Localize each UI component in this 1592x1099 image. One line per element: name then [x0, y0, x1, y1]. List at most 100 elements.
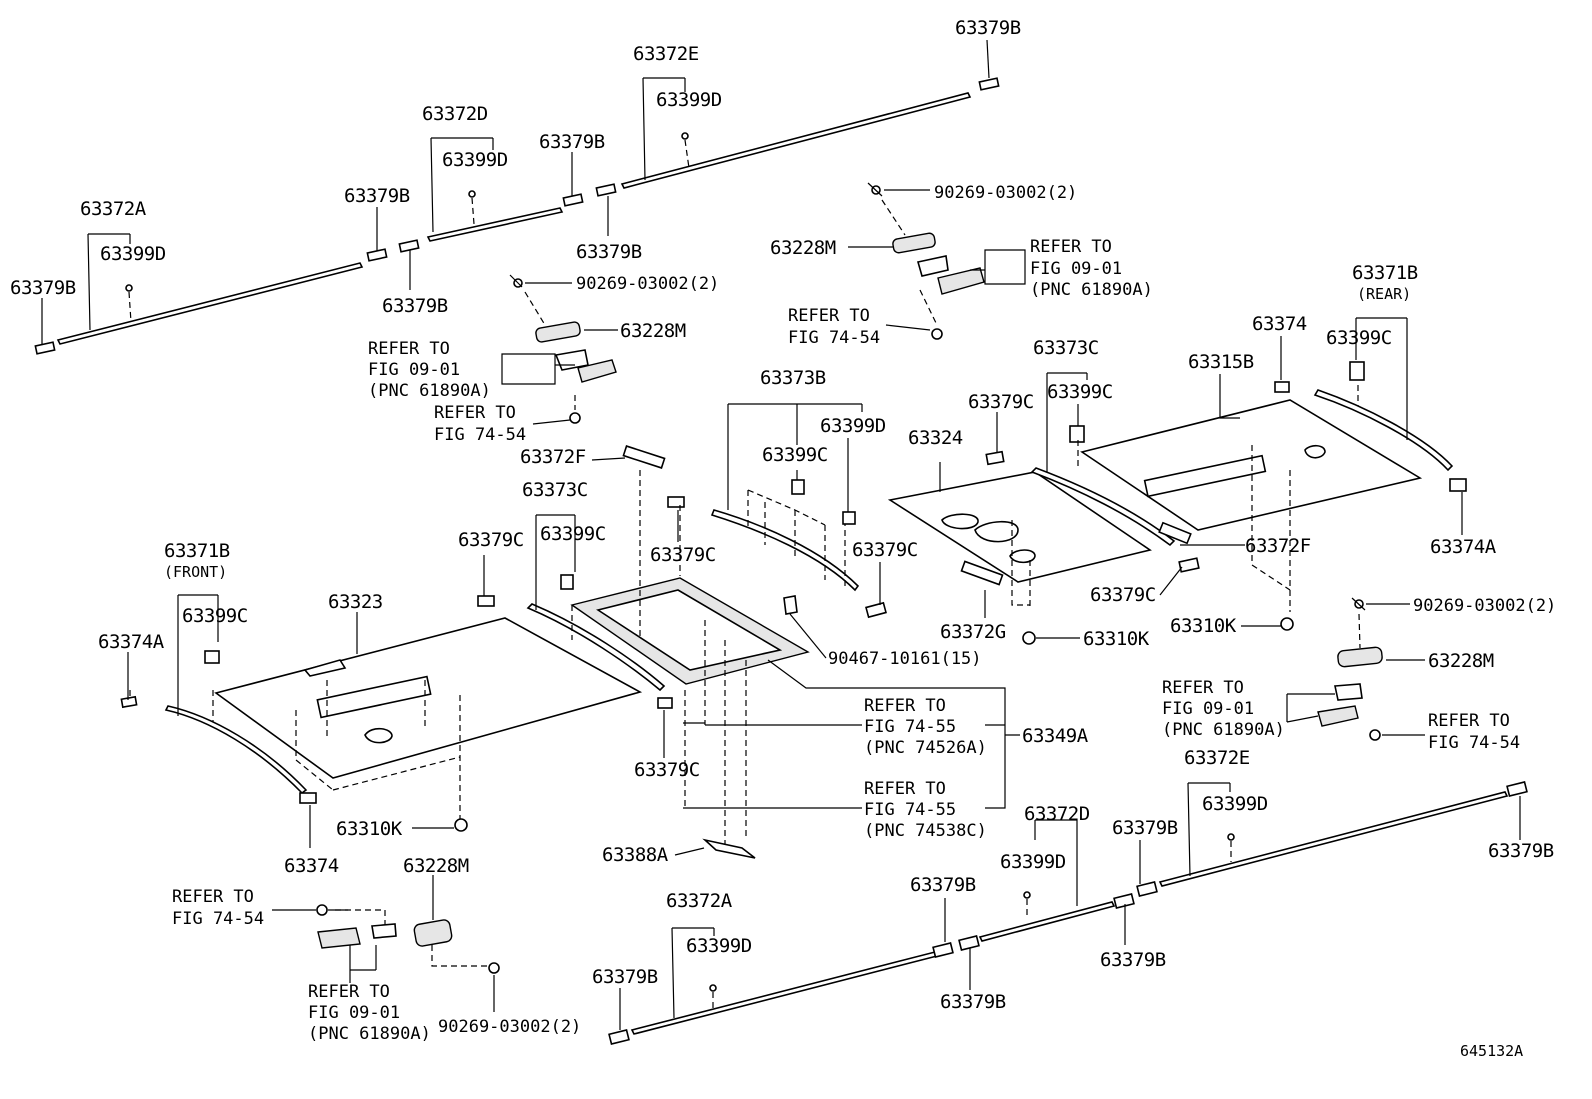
label-63379C-b: 63379C [458, 529, 524, 551]
visor-bracket-c[interactable] [1317, 705, 1359, 727]
clip-63372F-b[interactable] [1158, 521, 1192, 545]
label-63379B-a: 63379B [539, 131, 605, 153]
trim-63373C-middle[interactable] [526, 603, 666, 692]
molding-63372D-bottom[interactable] [978, 901, 1116, 942]
trim-63373B[interactable] [710, 509, 860, 592]
ref-note-4: REFER TO FIG 74-54 [788, 306, 880, 348]
svg-text:FIG 74-54: FIG 74-54 [172, 909, 264, 929]
label-63379C-a: 63379C [968, 391, 1034, 413]
visor-bracket-a[interactable] [577, 359, 617, 383]
clip-63374-rear[interactable] [1274, 381, 1290, 393]
clip-63399C-front[interactable] [204, 650, 220, 664]
label-63379B-k: 63379B [1488, 840, 1554, 862]
clip-63399D-mid[interactable] [842, 511, 856, 525]
clip-63310K-mid[interactable] [1022, 631, 1036, 645]
visor-bracket-b[interactable] [937, 267, 985, 295]
label-63379B-h: 63379B [1100, 949, 1166, 971]
clip-63379B-9[interactable] [958, 935, 980, 951]
visor-clip-63228M-c[interactable] [1337, 646, 1383, 668]
trim-63371B-rear[interactable] [1313, 389, 1454, 472]
clip-63399D-2[interactable] [468, 190, 476, 198]
label-63399C-c: 63399C [762, 444, 828, 466]
clip-63379B-12[interactable] [1506, 781, 1528, 797]
svg-text:REFER TO: REFER TO [864, 696, 946, 716]
svg-text:REFER TO: REFER TO [368, 339, 450, 359]
bottom-molding-strips [608, 781, 1528, 1045]
svg-text:(PNC 61890A): (PNC 61890A) [308, 1024, 431, 1044]
clip-63374-front[interactable] [299, 792, 317, 804]
sunroof-frame-63349A [477, 445, 1020, 859]
label-63388A: 63388A [602, 844, 669, 866]
label-63372G: 63372G [940, 621, 1006, 643]
molding-63372A-top[interactable] [56, 262, 364, 345]
label-63379C-c: 63379C [650, 544, 716, 566]
visor-bracket-d[interactable] [317, 927, 361, 949]
label-63372F-a: 63372F [520, 446, 586, 468]
molding-63372E-top[interactable] [620, 92, 972, 189]
svg-text:FIG 74-54: FIG 74-54 [1428, 733, 1520, 753]
clip-90467-10161[interactable] [783, 595, 798, 615]
label-63310K-b: 63310K [1083, 628, 1150, 650]
clip-63372F-a[interactable] [622, 445, 666, 469]
label-63372D-top: 63372D [422, 103, 488, 125]
label-63228M-d: 63228M [403, 855, 469, 877]
visor-clip-63228M-b[interactable] [892, 232, 936, 254]
clip-63379B-5[interactable] [595, 183, 617, 197]
clip-63399D-1[interactable] [125, 284, 133, 292]
label-63379B-g: 63379B [910, 874, 976, 896]
label-63379B-b: 63379B [344, 185, 410, 207]
clip-63379B-8[interactable] [932, 942, 954, 958]
ref-note-6: REFER TO FIG 74-55 (PNC 74538C) [864, 779, 987, 841]
label-63399C-e: 63399C [182, 605, 248, 627]
clip-63388A[interactable] [702, 838, 756, 859]
clip-63379C-rear-a[interactable] [985, 450, 1005, 466]
clip-63310K-rear[interactable] [1280, 617, 1294, 631]
svg-text:FIG 09-01: FIG 09-01 [1162, 699, 1254, 719]
label-63373C-b: 63373C [522, 479, 588, 501]
clip-63379B-11[interactable] [1136, 881, 1158, 897]
clip-63399C-rear-a[interactable] [1069, 425, 1085, 443]
molding-63372E-bottom[interactable] [1158, 791, 1509, 887]
clip-63372G[interactable] [960, 560, 1004, 586]
label-63373B: 63373B [760, 367, 826, 389]
clip-63379B-1[interactable] [34, 341, 56, 355]
clip-63374A-rear[interactable] [1449, 478, 1467, 492]
visor-clip-63228M-a[interactable] [535, 321, 581, 343]
trim-63373C-rear[interactable] [1030, 467, 1176, 547]
label-63372A-bot: 63372A [666, 890, 733, 912]
clip-63379B-6[interactable] [978, 77, 1000, 91]
label-63323: 63323 [328, 591, 383, 613]
clip-63399C-mid[interactable] [791, 479, 805, 495]
clip-63399D-6[interactable] [1227, 833, 1235, 841]
clip-63399D-3[interactable] [681, 132, 689, 140]
clip-63379B-4[interactable] [562, 193, 584, 207]
clip-63379B-10[interactable] [1113, 893, 1135, 909]
molding-63372D-top[interactable] [426, 207, 564, 242]
clip-63399D-5[interactable] [1023, 891, 1031, 899]
label-63399D-top3: 63399D [100, 243, 166, 265]
label-63374-a: 63374 [1252, 313, 1307, 335]
clip-63310K-front[interactable] [454, 818, 468, 832]
clip-63374A-front[interactable] [120, 695, 138, 709]
clip-63379C-sun-a[interactable] [477, 595, 495, 607]
clip-63379B-3[interactable] [398, 239, 420, 253]
clip-63399C-middle[interactable] [560, 574, 574, 590]
svg-text:(PNC 74526A): (PNC 74526A) [864, 738, 987, 758]
label-63228M-c: 63228M [1428, 650, 1494, 672]
clip-63379C-rear-b[interactable] [1178, 557, 1200, 573]
clip-63399C-rear-b[interactable] [1349, 361, 1365, 381]
clip-63379C-sun-c[interactable] [657, 697, 673, 709]
clip-63399D-4[interactable] [709, 984, 717, 992]
headlining-panel-63324[interactable] [887, 471, 1152, 583]
clip-63379B-7[interactable] [608, 1029, 630, 1045]
label-63399C-d: 63399C [540, 523, 606, 545]
label-63310K-c: 63310K [336, 818, 403, 840]
visor-clip-63228M-d[interactable] [413, 919, 453, 947]
headlining-panel-63323[interactable] [214, 617, 643, 779]
label-63379C-f: 63379C [634, 759, 700, 781]
clip-63379B-2[interactable] [366, 248, 388, 262]
clip-63379C-sun-b[interactable] [667, 496, 685, 508]
molding-63372A-bottom[interactable] [630, 951, 939, 1035]
clip-63379C-mid[interactable] [865, 601, 887, 619]
trim-63371B-front[interactable] [164, 705, 308, 795]
